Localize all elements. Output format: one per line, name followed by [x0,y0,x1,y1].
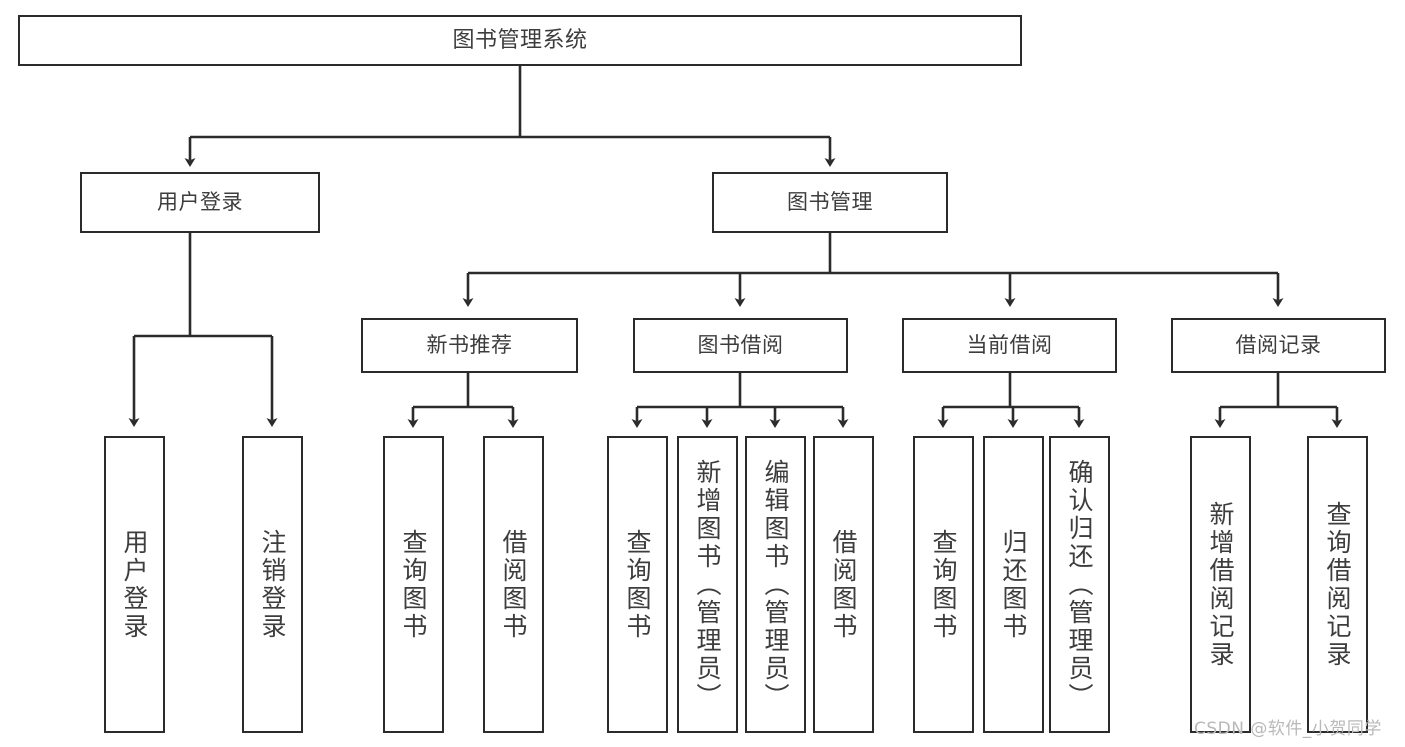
leaf-borrow-book-recommend[interactable]: 借阅图书 [483,436,544,733]
leaf-borrow-book[interactable]: 借阅图书 [813,436,874,733]
node-new-book-recommend[interactable]: 新书推荐 [361,318,578,373]
node-user-login[interactable]: 用户登录 [80,172,320,233]
node-label: 确认归还（管理员） [1065,458,1094,711]
leaf-add-borrow-record[interactable]: 新增借阅记录 [1190,436,1251,733]
node-label: 借阅图书 [829,528,858,641]
leaf-edit-book-admin[interactable]: 编辑图书（管理员） [745,436,806,733]
leaf-query-book-recommend[interactable]: 查询图书 [383,436,444,733]
node-label: 用户登录 [157,190,243,215]
node-label: 当前借阅 [966,333,1053,358]
node-label: 编辑图书（管理员） [761,458,790,711]
leaf-query-book-borrow[interactable]: 查询图书 [607,436,668,733]
node-book-management[interactable]: 图书管理 [712,172,948,233]
leaf-user-login[interactable]: 用户登录 [104,436,165,733]
node-label: 查询图书 [929,528,958,641]
node-current-borrow[interactable]: 当前借阅 [902,318,1117,373]
csdn-watermark: CSDN @软件_小贺同学 [1194,719,1382,739]
leaf-confirm-return-admin[interactable]: 确认归还（管理员） [1049,436,1110,733]
node-label: 借阅记录 [1235,333,1322,358]
node-label: 借阅图书 [499,528,528,641]
node-label: 查询借阅记录 [1323,500,1352,669]
leaf-return-book[interactable]: 归还图书 [983,436,1044,733]
node-label: 注销登录 [258,528,287,641]
node-label: 图书管理 [787,190,873,215]
leaf-query-borrow-record[interactable]: 查询借阅记录 [1307,436,1368,733]
node-book-borrow[interactable]: 图书借阅 [633,318,848,373]
leaf-query-book-current[interactable]: 查询图书 [913,436,974,733]
node-label: 新书推荐 [426,333,513,358]
node-label: 查询图书 [399,528,428,641]
node-label: 新增图书（管理员） [693,458,722,711]
node-label: 图书借阅 [697,333,784,358]
leaf-add-book-admin[interactable]: 新增图书（管理员） [677,436,738,733]
node-label: 图书管理系统 [452,27,588,53]
node-borrow-records[interactable]: 借阅记录 [1171,318,1386,373]
node-root-book-management-system[interactable]: 图书管理系统 [18,15,1022,66]
node-label: 查询图书 [623,528,652,641]
node-label: 新增借阅记录 [1206,500,1235,669]
node-label: 用户登录 [120,528,149,641]
leaf-logout[interactable]: 注销登录 [242,436,303,733]
node-label: 归还图书 [999,528,1028,641]
